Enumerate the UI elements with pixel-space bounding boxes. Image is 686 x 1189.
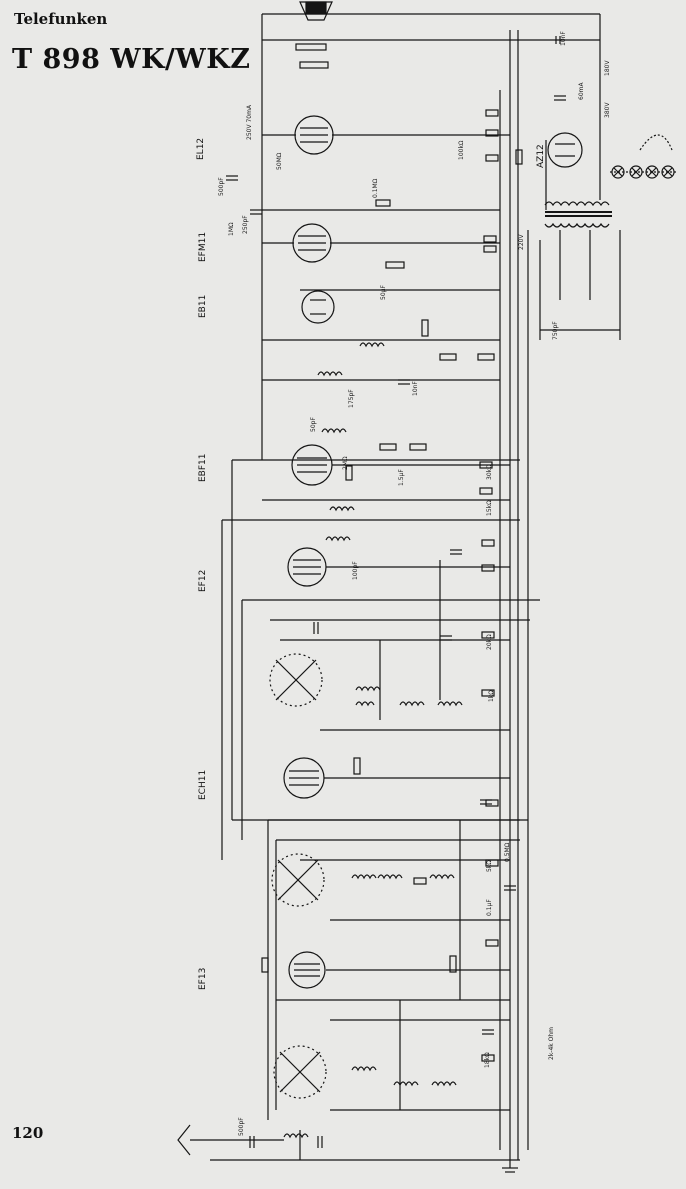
pilot-lamp-icons	[610, 134, 676, 179]
model-title: T 898 WK/WKZ	[12, 44, 251, 75]
brand-name: Telefunken	[14, 10, 108, 28]
bus-lines	[210, 13, 601, 1161]
tube-ech11-icon	[283, 757, 325, 799]
page-number: 120	[12, 1124, 44, 1142]
loudspeaker-icon	[299, 1, 333, 21]
coil-icons	[283, 342, 463, 1139]
ground-icon	[502, 1160, 518, 1173]
tube-ef12-icon	[287, 547, 327, 587]
tube-ef13-icon	[288, 951, 326, 989]
band-switch-icons	[269, 653, 327, 1099]
tube-az12-icon	[547, 132, 583, 168]
capacitor-icons	[226, 36, 566, 1148]
wiring	[262, 134, 547, 1160]
mains-transformer-icon	[540, 201, 621, 340]
tube-efm11-icon	[292, 223, 332, 263]
tube-eb11-icon	[301, 290, 335, 324]
resistor-icons	[261, 43, 523, 1062]
tube-el12-icon	[294, 115, 334, 155]
antenna-icon	[177, 1124, 284, 1156]
tube-ebf11-icon	[291, 444, 333, 486]
